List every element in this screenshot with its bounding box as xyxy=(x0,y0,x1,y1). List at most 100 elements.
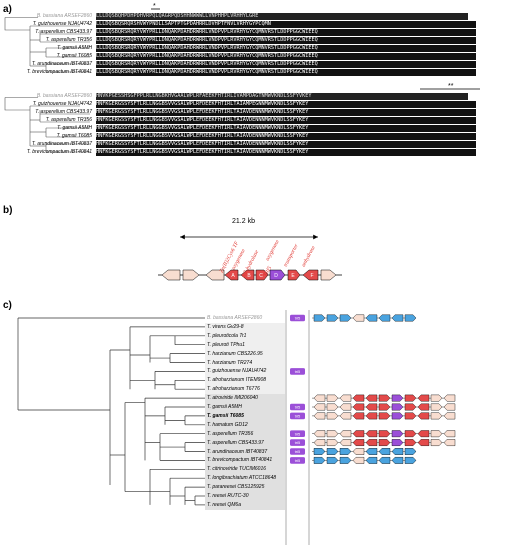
gene-cluster-diagram: A B C D E F xyxy=(158,234,342,281)
cluster-gene-arrow xyxy=(352,448,365,455)
cluster-gene-arrow xyxy=(326,394,339,402)
alignment-sequence: HNFKGERGSSYSFTLRLLNGGBSVVGSALWPLRFDEEKFH… xyxy=(96,101,476,108)
motif-star-1: * xyxy=(153,3,156,10)
alignment-sequence: HNFKGERGSSYSFTLRLLNGGBSVVGSALWPLEFDEEKFH… xyxy=(96,141,476,148)
cluster-gene-arrow xyxy=(326,439,339,446)
cluster-gene-arrow xyxy=(404,394,417,402)
alignment-sequence: LLLDQSBQSRQRSHVWYPNDLLSAPTPTGPDAHRRLDVHP… xyxy=(96,21,476,28)
cluster-gene-arrow xyxy=(443,403,456,411)
tri5-badge-label: tri5 xyxy=(295,405,301,410)
tri5-badge-label: tri5 xyxy=(295,440,301,445)
tri5-badge-label: tri5 xyxy=(295,431,301,436)
cluster-gene-arrow xyxy=(352,430,365,438)
cluster-gene-arrow xyxy=(378,403,391,411)
alignment-taxon-name: T. brevicompactum IBT40841 xyxy=(26,69,92,75)
taxon-label: T. reesei QM6a xyxy=(207,501,241,508)
cluster-gene-arrow xyxy=(326,403,339,411)
gene-C xyxy=(255,269,269,281)
panel-c-label: c) xyxy=(3,300,12,311)
alignment-taxon-name: T. arundinaceum IBT40837 xyxy=(31,141,92,147)
alignment-taxon-name: T. gamsii A5MH xyxy=(57,45,92,51)
cluster-gene-arrow xyxy=(339,412,352,420)
cluster-gene-arrow xyxy=(404,430,417,438)
cluster-gene-arrow xyxy=(339,314,352,322)
cluster-gene-arrow xyxy=(313,457,326,464)
cluster-gene-arrow xyxy=(352,412,365,420)
cluster-gene-arrow xyxy=(404,412,417,420)
alignment-taxon-name: T. asperellum TR356 xyxy=(45,37,92,43)
alignment-sequence: HNFKGERGSSYSFTLRLLNGGBSVVGSALWPLEFDEEKFH… xyxy=(96,149,476,156)
cluster-gene-arrow xyxy=(339,403,352,411)
cluster-gene-arrow xyxy=(313,412,326,420)
taxon-label: T. afroharzianum ITEM908 xyxy=(207,377,267,384)
alignment-sequence: HNFKGERGSSYSFTLRLLNGGBSVVGSALWPLEFDEEKFH… xyxy=(96,117,476,124)
cluster-gene-arrow xyxy=(391,457,404,464)
cluster-gene-arrow xyxy=(378,430,391,438)
motif-star-2: ** xyxy=(448,83,454,90)
cluster-gene-arrow xyxy=(326,314,339,322)
gene-E xyxy=(302,269,319,281)
taxon-label: T. arundinaceum IBT40837 xyxy=(207,448,268,455)
cluster-gene-arrow xyxy=(339,439,352,446)
gene-A xyxy=(224,269,239,281)
gene-D xyxy=(287,269,301,281)
tri5-badge-label: tri5 xyxy=(295,449,301,454)
cluster-gene-arrow xyxy=(378,314,391,322)
alignment-sequence: HNFKGERGSSYSFTLRLLNGGBSVVGSALWPLEFDEEKFH… xyxy=(96,133,476,140)
cluster-gene-arrow xyxy=(326,457,339,464)
cluster-gene-arrow xyxy=(326,412,339,420)
cluster-gene-arrow xyxy=(430,403,443,411)
cluster-gene-arrow xyxy=(378,394,391,402)
cluster-gene-arrow xyxy=(365,403,378,411)
cluster-gene-arrow xyxy=(352,394,365,402)
cluster-gene-arrow xyxy=(417,439,430,446)
clade-highlight xyxy=(205,322,285,395)
alignment-sequence: LLLDQSBQRSRQRYVWYPRLLDNQAKPDAHDRWRRLVNDP… xyxy=(96,29,476,36)
cluster-gene-arrow xyxy=(313,403,326,411)
alignment-sequence: LLLDQSBQHPDHPDHVRPQLQAGRPQDSHHNWWWLLVNPH… xyxy=(96,13,468,20)
cluster-gene-arrow xyxy=(313,430,326,438)
taxon-label: T. harzianum TR274 xyxy=(207,359,253,366)
alignment-sequence: LLLDQSBQRSRQRYVWYPRLLDNQAKPDAHDRWRRLVNDP… xyxy=(96,37,476,44)
cluster-gene-arrow xyxy=(404,457,417,464)
gene-flank-3 xyxy=(205,269,225,281)
cluster-gene-arrow xyxy=(378,412,391,420)
tri5-badge xyxy=(290,403,305,411)
tri5-badge-label: tri5 xyxy=(295,316,301,321)
cluster-gene-arrow xyxy=(365,314,378,322)
cluster-gene-arrow xyxy=(365,448,378,455)
tri5-badge xyxy=(290,412,305,420)
cluster-gene-arrow xyxy=(391,448,404,455)
cluster-gene-arrow xyxy=(326,430,339,438)
gene-letter-F: F xyxy=(310,273,313,279)
alignment-taxon-name: T. asperellum CBS433.97 xyxy=(35,109,92,115)
cluster-gene-arrow xyxy=(313,314,326,322)
cluster-gene-arrow xyxy=(391,439,404,446)
taxon-label: T. hamatum GD12 xyxy=(207,421,248,428)
alignment-taxon-name: B. bassiana ARSEF2860 xyxy=(36,93,92,99)
panel-a-label: a) xyxy=(3,4,12,15)
taxon-label: T. afroharzianum T6776 xyxy=(207,386,260,393)
panel-b-label: b) xyxy=(3,205,13,216)
panel-a-tree-lines xyxy=(4,8,480,153)
taxon-label: T. gamsii A5MH xyxy=(207,404,242,410)
alignment-taxon-name: T. brevicompactum IBT40841 xyxy=(26,149,92,155)
clade-highlight xyxy=(205,394,285,466)
cluster-gene-arrow xyxy=(404,439,417,446)
cluster-gene-arrow xyxy=(365,439,378,446)
alignment-taxon-name: T. guizhouense NJAU4742 xyxy=(32,21,92,27)
cluster-gene-arrow xyxy=(430,394,443,402)
gene-flank-1 xyxy=(161,269,181,281)
tri5-badge xyxy=(290,448,305,455)
alignment-taxon-name: T. gamsii T6085 xyxy=(56,53,92,59)
taxon-label: T. pleuroti TPhu1 xyxy=(207,341,245,348)
gene-letter-D: D xyxy=(274,273,278,279)
cluster-gene-arrow xyxy=(391,412,404,420)
taxon-label: T. longibrachiatum ATCC18648 xyxy=(207,475,277,482)
cluster-gene-arrow xyxy=(352,457,365,464)
gene-B xyxy=(240,269,255,281)
cluster-gene-arrow xyxy=(430,430,443,438)
cluster-gene-arrow xyxy=(443,412,456,420)
cluster-gene-arrow xyxy=(365,412,378,420)
